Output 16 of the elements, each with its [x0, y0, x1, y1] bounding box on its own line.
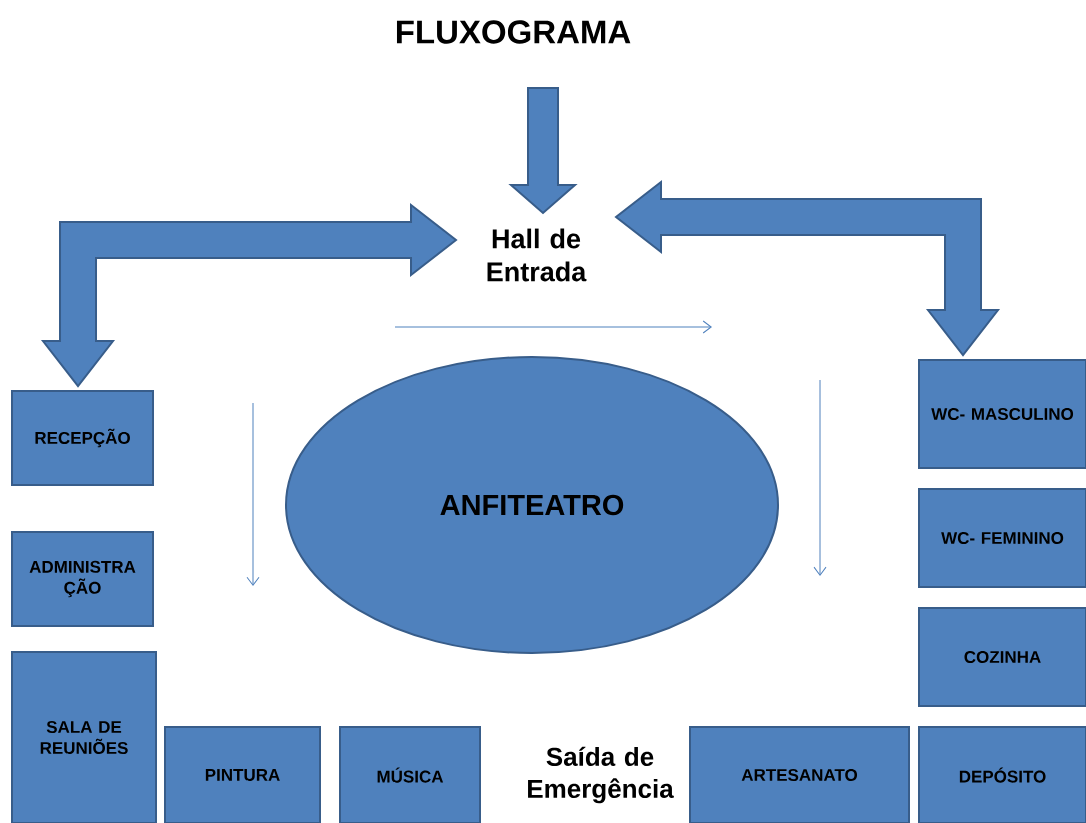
room-box: MÚSICA: [339, 726, 481, 823]
block-arrow: [40, 202, 458, 388]
room-box: ARTESANATO: [689, 726, 910, 823]
area-label: Hall de Entrada: [487, 228, 587, 282]
room-box: DEPÓSITO: [918, 726, 1086, 823]
area-label: Saída de Emergência: [528, 746, 674, 804]
room-box: SALA DE REUNIÕES: [11, 651, 157, 823]
room-box: ADMINISTRA ÇÃO: [11, 531, 154, 627]
room-box: WC- MASCULINO: [918, 359, 1086, 469]
room-box: COZINHA: [918, 607, 1086, 707]
room-box: PINTURA: [164, 726, 321, 823]
room-box: WC- FEMININO: [918, 488, 1086, 588]
block-arrow: [508, 87, 578, 215]
room-box: RECEPÇÃO: [11, 390, 154, 486]
title: FLUXOGRAMA: [397, 20, 631, 44]
block-arrow: [614, 179, 1001, 357]
